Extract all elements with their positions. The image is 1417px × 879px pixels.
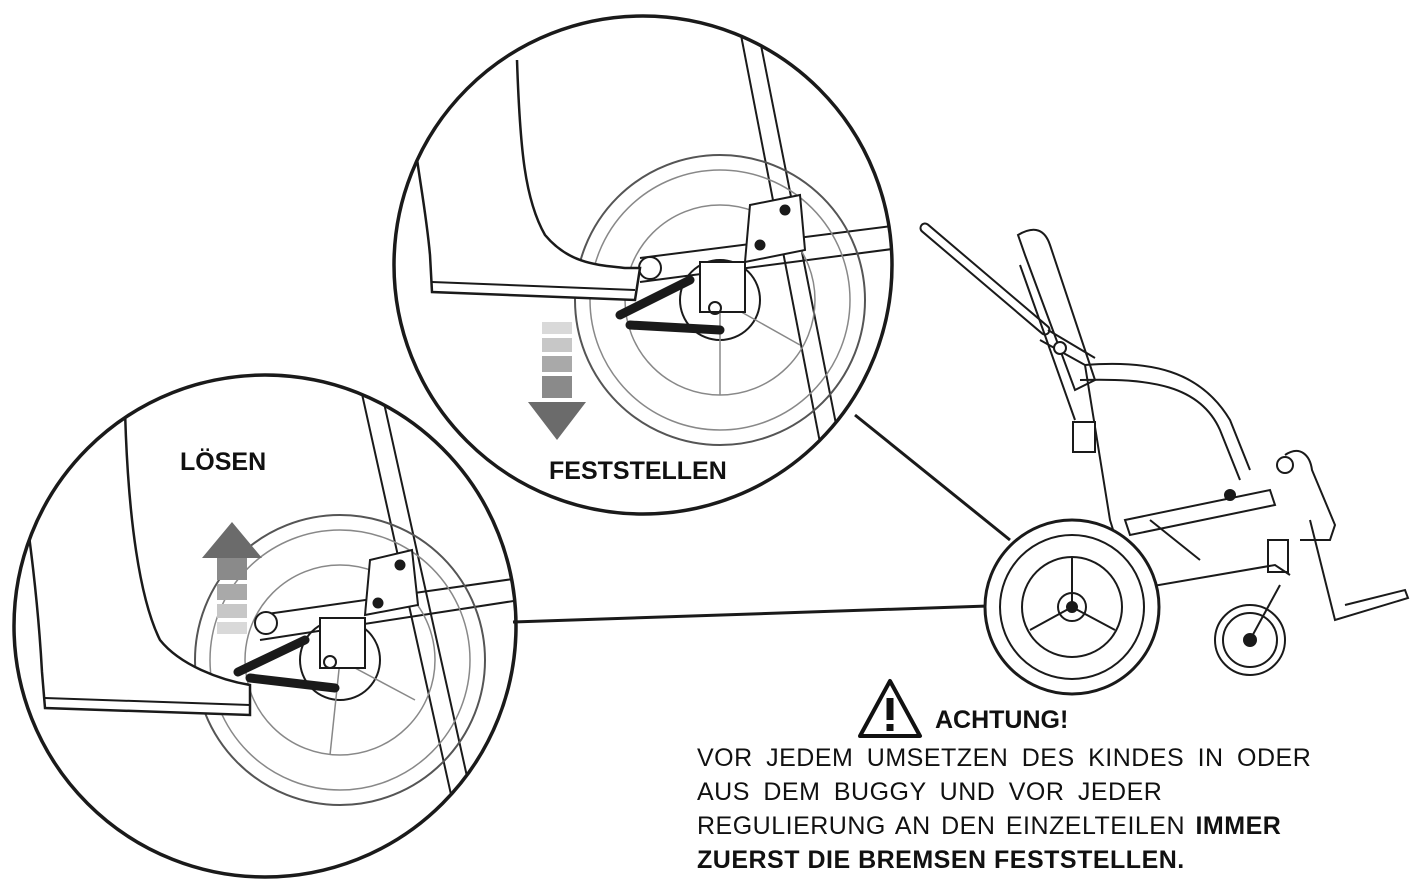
buggy-illustration (919, 222, 1410, 696)
detail-circle-lock (392, 14, 894, 516)
warning-triangle-icon (858, 679, 922, 738)
warning-title: ACHTUNG! (935, 706, 1069, 734)
detail-circle-release-border (12, 373, 518, 879)
arrow-down-icon (528, 322, 586, 440)
connector-lines (512, 413, 1011, 624)
warning-line-2: AUS DEM BUGGY UND VOR JEDER (697, 778, 1163, 806)
warning-line-3-emphasis: IMMER (1195, 812, 1282, 840)
detail-circle-lock-border (392, 14, 894, 516)
connector-line-top (854, 413, 1011, 542)
warning-line-1: VOR JEDEM UMSETZEN DES KINDES IN ODER (697, 744, 1312, 772)
detail-circle-release (12, 373, 518, 879)
warning-line-4: ZUERST DIE BREMSEN FESTSTELLEN. (697, 846, 1185, 874)
warning-line-3: REGULIERUNG AN DEN EINZELTEILEN IMMER (697, 812, 1281, 841)
connector-line-bottom (512, 604, 989, 624)
release-label: LÖSEN (180, 448, 267, 476)
warning-line-3-regular: REGULIERUNG AN DEN EINZELTEILEN (697, 812, 1196, 840)
lock-label: FESTSTELLEN (549, 457, 727, 485)
arrow-up-icon (202, 522, 262, 634)
